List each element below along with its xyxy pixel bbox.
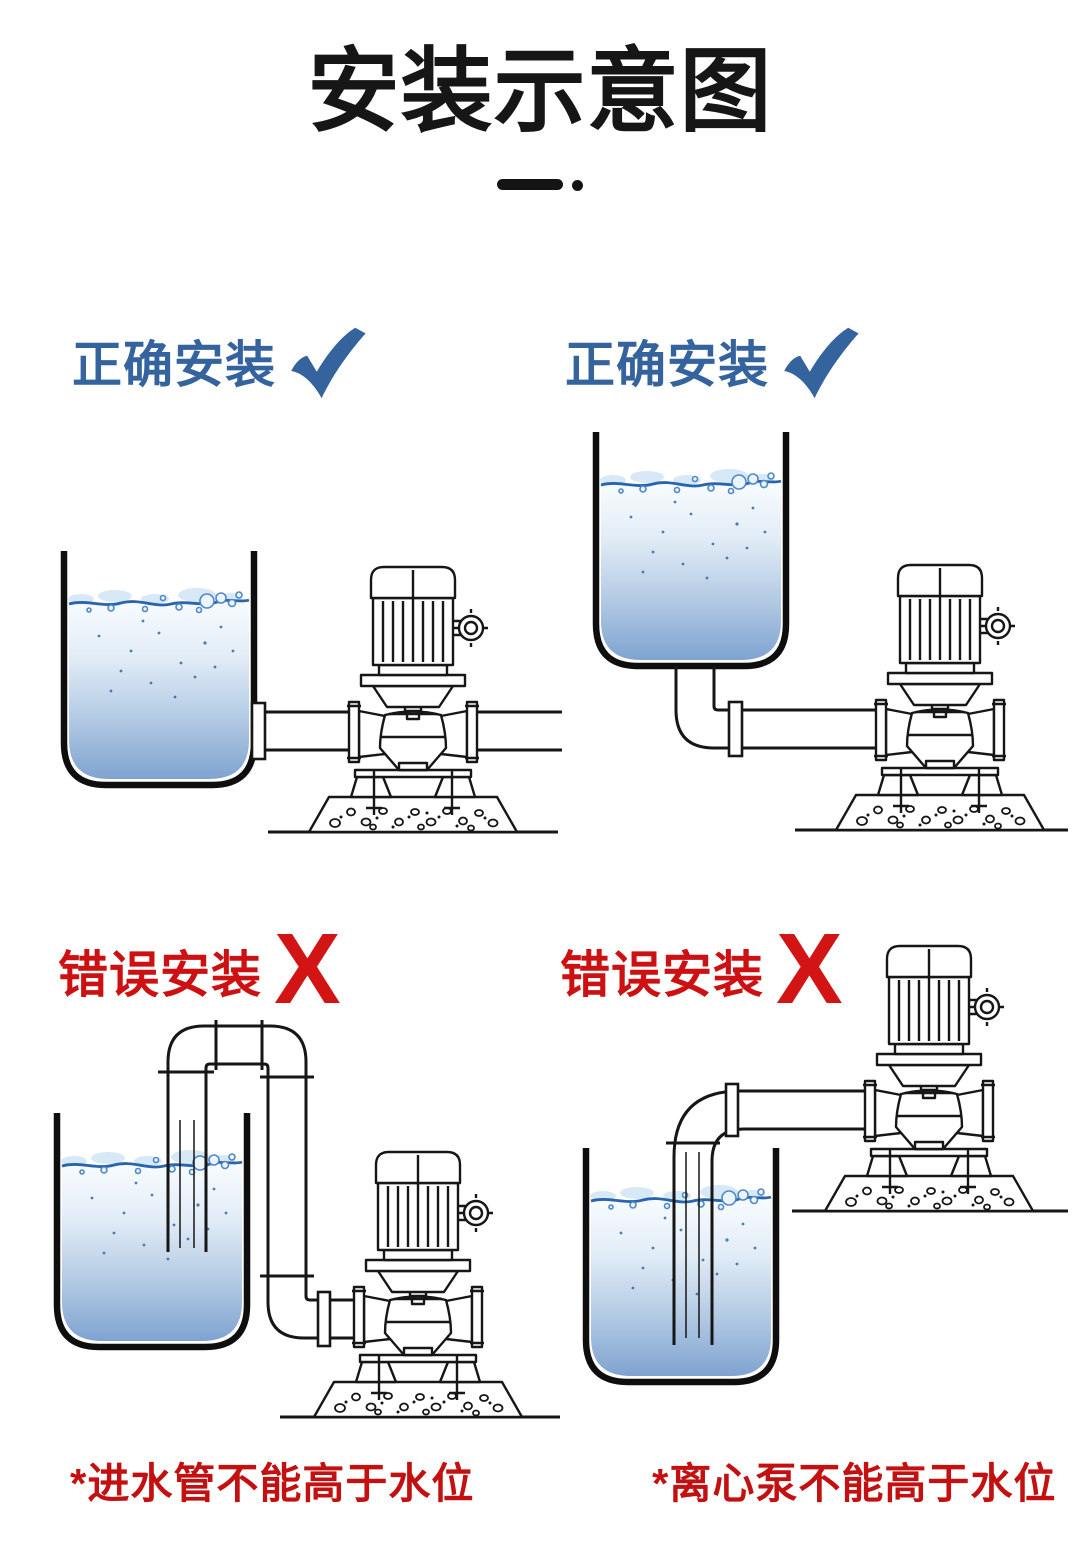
- label-text: 错误安装: [560, 947, 764, 1003]
- title-divider-dash: [497, 179, 563, 190]
- label-wrong-bottom-left: 错误安装 X: [58, 913, 341, 1025]
- page-title: 安装示意图: [307, 41, 773, 143]
- label-correct-top-right: 正确安装: [565, 322, 861, 404]
- panel3-tank: [57, 1113, 247, 1347]
- panel4-pump: [823, 944, 1035, 1213]
- panel2-tank: [596, 432, 786, 666]
- x-icon: X: [274, 913, 341, 1025]
- panel1-pump: [307, 565, 519, 834]
- check-icon: [291, 327, 366, 399]
- panel2-pump: [834, 563, 1046, 832]
- label-correct-top-left: 正确安装: [72, 322, 368, 404]
- label-text: 正确安装: [565, 337, 769, 393]
- panel4-suction-pipe: [666, 1082, 865, 1345]
- caption-inlet-pipe: *进水管不能高于水位: [70, 1460, 475, 1507]
- check-icon: [784, 327, 859, 399]
- panel3-overhead-pipe: [158, 1020, 354, 1348]
- panel1-discharge-pipe: [477, 710, 562, 752]
- panel-bottom-left: [57, 1020, 560, 1419]
- label-wrong-bottom-right: 错误安装 X: [560, 913, 843, 1025]
- label-text: 错误安装: [58, 947, 262, 1003]
- panel-top-right: [596, 432, 1068, 832]
- caption-pump-height: *离心泵不能高于水位: [652, 1460, 1057, 1507]
- label-text: 正确安装: [72, 337, 276, 393]
- panel4-tank: [586, 1148, 776, 1382]
- panel-bottom-right: [586, 944, 1068, 1382]
- title-divider-dot: [572, 180, 583, 191]
- panel-top-left: [64, 551, 562, 834]
- panel3-pump: [312, 1150, 524, 1419]
- panel2-suction-pipe: [674, 666, 876, 758]
- panel1-suction-pipe: [250, 701, 349, 761]
- panel1-tank: [64, 551, 254, 785]
- x-icon: X: [776, 913, 843, 1025]
